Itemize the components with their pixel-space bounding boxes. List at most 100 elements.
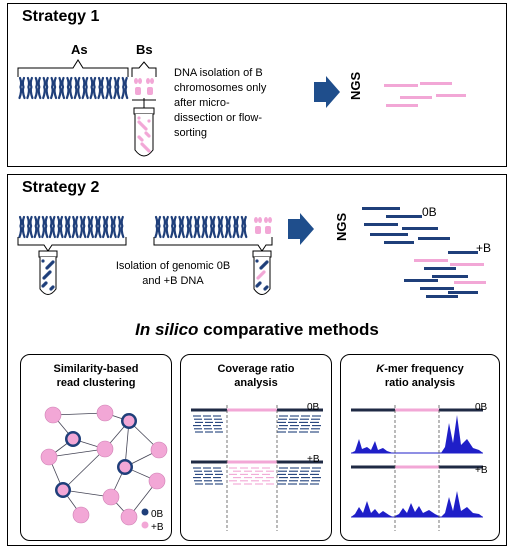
graph-edge xyxy=(48,448,106,458)
reads xyxy=(362,207,486,298)
read xyxy=(426,295,458,298)
kmer-label-0b: 0B xyxy=(475,402,488,413)
dna-dot xyxy=(41,284,45,288)
b-chromosome xyxy=(264,217,272,234)
isolation-line: and +B DNA xyxy=(142,275,204,287)
bs-chromosomes xyxy=(134,78,154,95)
chromosome xyxy=(154,215,162,239)
tube-dna xyxy=(137,116,151,153)
kmer-plot xyxy=(351,405,483,531)
chromosome xyxy=(105,76,113,100)
method-3-title-line-1: K-mer frequency xyxy=(341,362,499,376)
chromosome xyxy=(42,76,50,100)
bs-bracket xyxy=(131,61,157,77)
arrow-icon xyxy=(314,76,340,108)
method-3-title-line-2: ratio analysis xyxy=(384,377,456,389)
read xyxy=(414,259,448,262)
chromosome xyxy=(48,215,56,239)
strategy-1-graphics xyxy=(17,59,466,157)
chromosome xyxy=(162,215,170,239)
dna-dot xyxy=(255,284,259,288)
dna-dot xyxy=(137,120,141,124)
dna-dot xyxy=(45,266,49,270)
as-chromosomes xyxy=(18,76,129,100)
isolation-text: Isolation of genomic 0B and +B DNA xyxy=(88,259,258,289)
chromosome xyxy=(121,76,129,100)
dna-dot xyxy=(147,119,151,123)
read xyxy=(386,104,418,107)
dna-dot xyxy=(259,266,263,270)
read xyxy=(454,281,486,284)
dna-dot xyxy=(137,135,141,139)
method-1-title-line: read clustering xyxy=(56,377,136,389)
read xyxy=(370,233,408,236)
graph-node-plus-b xyxy=(96,404,114,422)
dna-dot xyxy=(140,142,144,146)
read xyxy=(424,267,456,270)
read xyxy=(418,237,450,240)
method-2-title-line: analysis xyxy=(234,377,278,389)
methods-heading: In silico comparative methods xyxy=(8,320,506,340)
graph-node-mixed-inner xyxy=(119,461,131,473)
bracket-0b xyxy=(17,237,127,252)
read xyxy=(450,263,484,266)
strategy-2-graphics xyxy=(17,207,486,298)
kmer-frequency-area xyxy=(351,491,483,517)
dna-dot xyxy=(263,287,267,291)
method-kmer-ratio: K-mer frequency ratio analysis 0B +B xyxy=(340,354,500,541)
read xyxy=(364,223,398,226)
graph-node-mixed-inner xyxy=(123,415,135,427)
chromosome xyxy=(94,215,102,239)
dna-dot xyxy=(144,131,148,135)
read xyxy=(362,207,400,210)
tube-cap xyxy=(133,107,155,115)
graph-edge xyxy=(62,448,106,491)
methods-heading-rest: comparative methods xyxy=(198,320,379,339)
chromosome xyxy=(33,215,41,239)
read xyxy=(402,227,438,230)
graph-node-mixed-inner xyxy=(57,484,69,496)
graph-node-plus-b xyxy=(44,406,62,424)
read xyxy=(384,84,418,87)
chromosome xyxy=(65,76,73,100)
chromosome xyxy=(26,76,34,100)
read xyxy=(386,215,422,218)
method-2-title: Coverage ratio analysis xyxy=(181,362,331,390)
chromosome xyxy=(56,215,64,239)
as-label: As xyxy=(71,42,88,57)
as-bracket xyxy=(17,59,129,77)
chromosome xyxy=(232,215,240,239)
chromosome xyxy=(81,76,89,100)
chromosome xyxy=(89,76,97,100)
read xyxy=(432,275,468,278)
kmer-k: K xyxy=(376,363,385,375)
chromosome xyxy=(18,215,26,239)
kmer-frequency-area xyxy=(351,415,483,453)
coverage-label-plus-b: +B xyxy=(307,454,320,465)
read xyxy=(420,287,454,290)
chromosome xyxy=(113,76,121,100)
method-similarity-clustering: Similarity-based read clustering 0B +B xyxy=(20,354,172,541)
chromosome xyxy=(18,76,26,100)
method-1-title-line: Similarity-based xyxy=(53,363,139,375)
dna-dot xyxy=(49,287,53,291)
description-line: dissection or flow- xyxy=(174,112,263,124)
tube-dna-plus-b xyxy=(255,259,269,291)
chromosome xyxy=(79,215,87,239)
strategy-2-title: Strategy 2 xyxy=(22,179,100,196)
description-line: chromosomes only xyxy=(174,82,267,94)
dna-dot xyxy=(42,276,46,280)
graph-node-mixed-inner xyxy=(67,433,79,445)
chromosome xyxy=(57,76,66,100)
legend-0b-dot xyxy=(141,508,149,516)
chromosome xyxy=(34,76,42,100)
tube-dna-0b xyxy=(41,259,55,291)
chromosome xyxy=(109,215,117,239)
arrow-icon xyxy=(288,213,314,245)
chromosomes-plus-b xyxy=(154,215,272,239)
chromosome xyxy=(86,215,94,239)
method-3-title: K-mer frequency ratio analysis xyxy=(341,362,499,390)
method-1-title: Similarity-based read clustering xyxy=(21,362,171,390)
read xyxy=(448,251,478,254)
graph-node-plus-b xyxy=(72,506,90,524)
